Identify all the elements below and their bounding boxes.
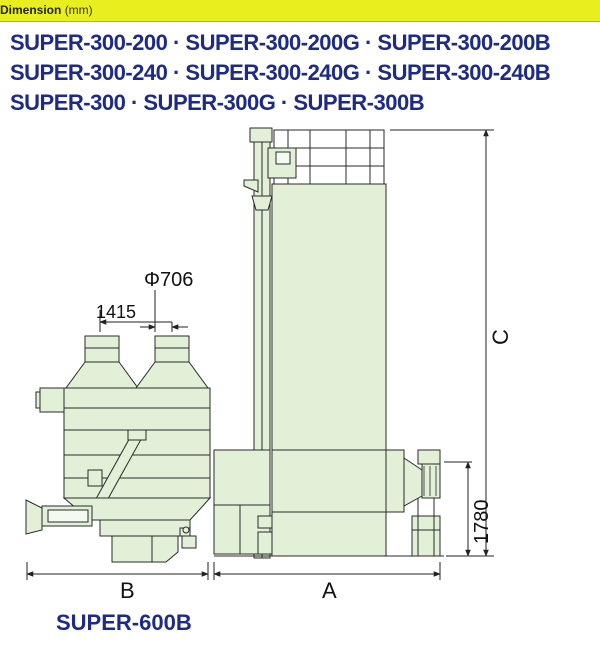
header-title-text: Dimension xyxy=(0,3,62,17)
right-machine xyxy=(213,127,444,559)
left-machine xyxy=(25,335,212,563)
width-b-label: B xyxy=(120,578,135,603)
left-motor xyxy=(35,387,65,413)
left-discharge xyxy=(25,499,93,535)
left-upper-band xyxy=(63,387,211,409)
left-base-upper xyxy=(99,519,191,537)
header-title: Dimension (mm) xyxy=(0,3,93,17)
vent-hood-right xyxy=(135,335,209,389)
left-main-body xyxy=(63,407,211,499)
height-c-label: C xyxy=(488,329,513,345)
header-bar: Dimension (mm) xyxy=(0,0,600,22)
header-unit: (mm) xyxy=(64,3,93,17)
duct-height-label: 1780 xyxy=(471,500,493,545)
model-caption: SUPER-600B xyxy=(56,610,192,635)
model-list: SUPER-300-200 · SUPER-300-200G · SUPER-3… xyxy=(10,28,600,118)
model-line-2: SUPER-300-240 · SUPER-300-240G · SUPER-3… xyxy=(10,60,551,85)
dimension-lines xyxy=(26,129,494,580)
vent-hood-left xyxy=(65,335,139,389)
model-line-1: SUPER-300-200 · SUPER-300-200G · SUPER-3… xyxy=(10,30,551,55)
burner-stand xyxy=(411,498,441,557)
hot-air-duct xyxy=(385,449,441,513)
width-a-label: A xyxy=(322,578,337,603)
left-base-box xyxy=(111,535,153,563)
model-line-3: SUPER-300 · SUPER-300G · SUPER-300B xyxy=(10,90,425,115)
dryer-tower xyxy=(271,183,387,557)
pitch-label: 1415 xyxy=(96,302,136,322)
lower-cabinet xyxy=(213,449,273,555)
diameter-label: Φ706 xyxy=(144,269,193,291)
